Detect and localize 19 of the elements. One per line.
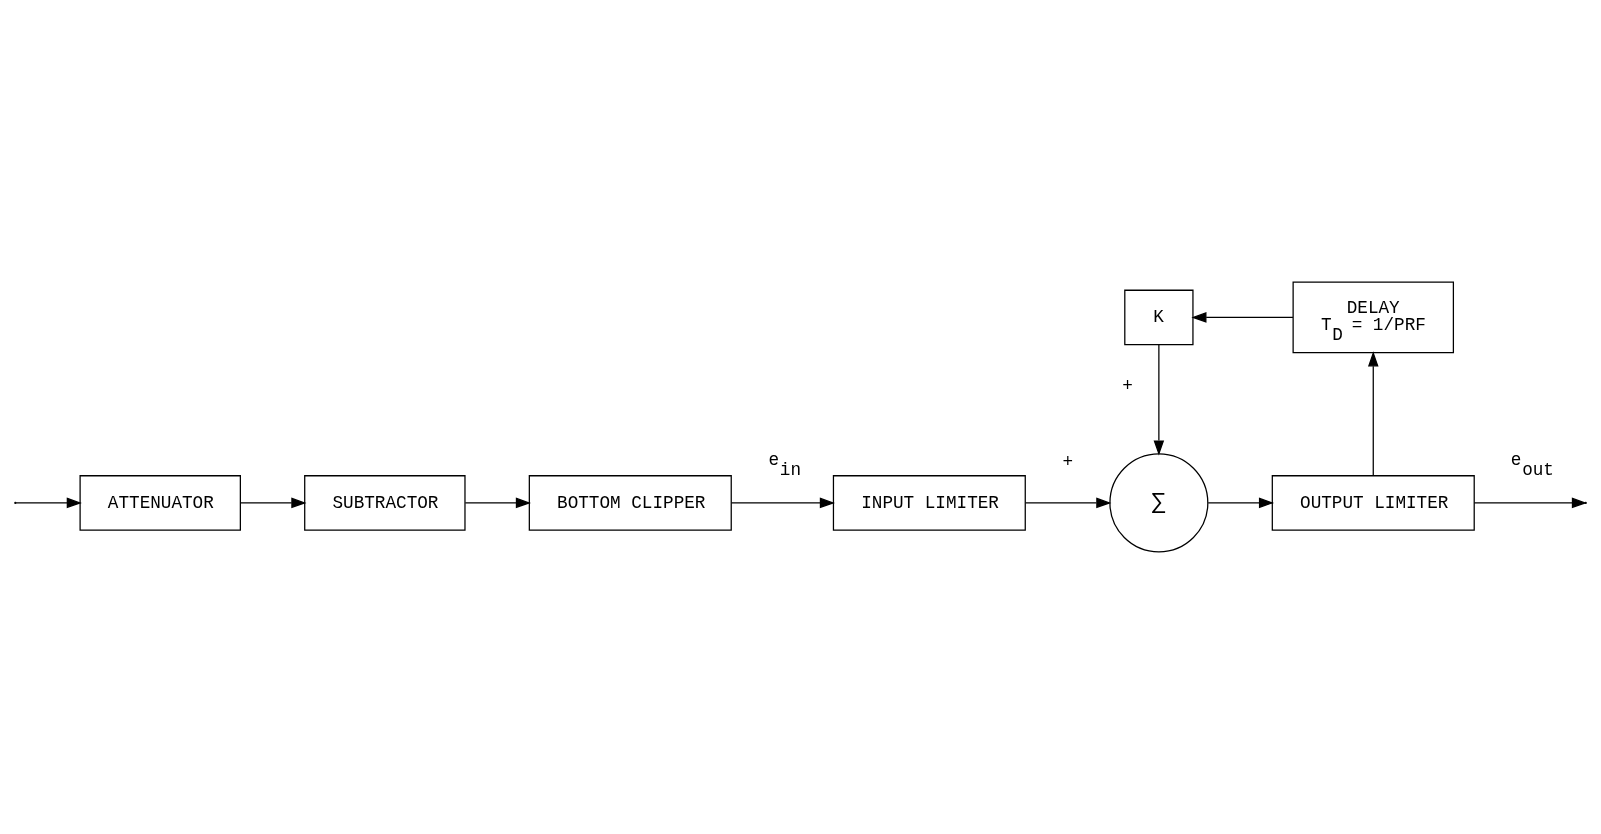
edge-label: + <box>1062 451 1074 472</box>
arrow <box>1024 497 1112 509</box>
arrow <box>239 497 307 509</box>
node-box: K <box>1124 289 1194 346</box>
arrow <box>1207 497 1275 509</box>
node-box: SUBTRACTOR <box>304 475 466 531</box>
arrow <box>1153 344 1165 456</box>
node-box: OUTPUT LIMITER <box>1271 475 1475 531</box>
node-box: ATTENUATOR <box>79 475 241 531</box>
arrow <box>1473 497 1587 509</box>
node-box: INPUT LIMITER <box>832 475 1026 531</box>
node-circle: ∑ <box>1109 453 1209 553</box>
arrow <box>464 497 531 509</box>
arrow <box>15 497 82 509</box>
arrow <box>1191 312 1294 323</box>
arrow <box>1367 351 1379 477</box>
edge-label: + <box>1122 375 1133 396</box>
arrow <box>730 497 835 509</box>
node-box: BOTTOM CLIPPER <box>528 475 732 531</box>
